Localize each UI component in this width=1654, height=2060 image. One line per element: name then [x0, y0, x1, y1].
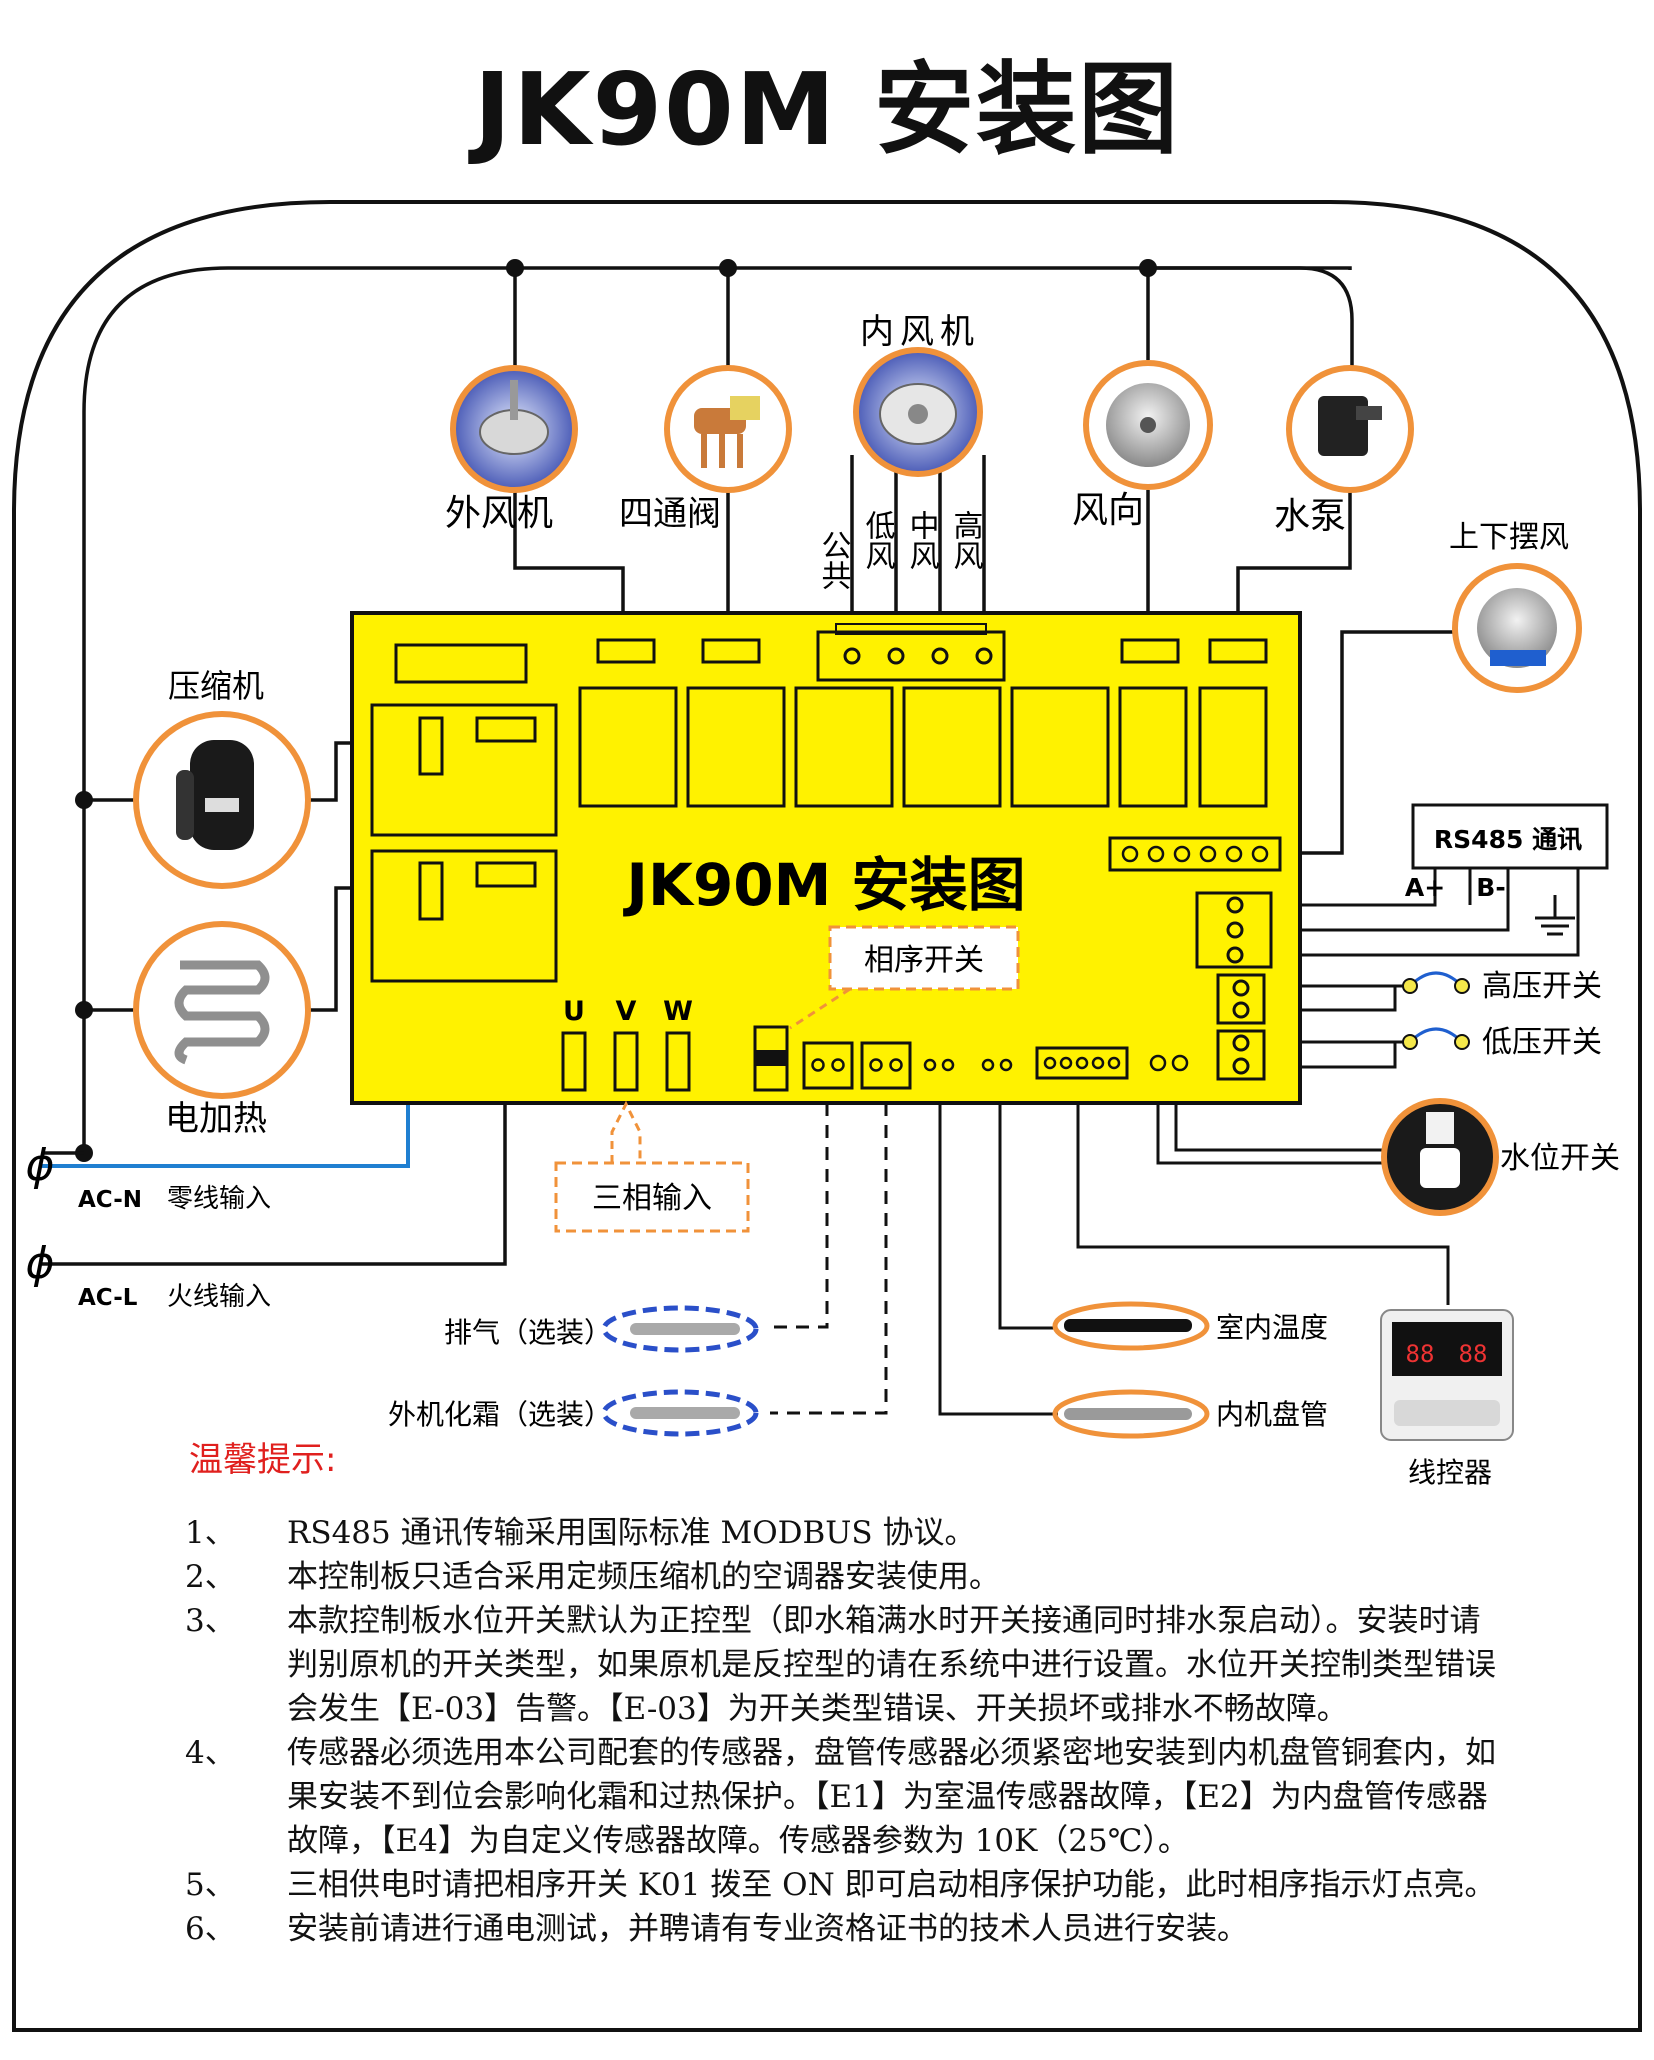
note-item: 3、 本款控制板水位开关默认为正控型（即水箱满水时开关接通同时排水泵启动）。安装… [185, 1599, 1505, 1731]
defrost-sensor-icon [601, 1389, 759, 1437]
ac-n-code: AC-N [78, 1187, 142, 1213]
ac-l-symbol: ϕ [25, 1238, 54, 1289]
phase-switch-callout [828, 925, 1020, 991]
note-item: 1、 RS485 通讯传输采用国际标准 MODBUS 协议。 [185, 1511, 1505, 1555]
compressor-icon [133, 711, 311, 889]
control-board [350, 611, 1302, 1105]
v-label: V [616, 996, 637, 1027]
outdoor-fan-label: 外风机 [445, 493, 553, 534]
fan-speed-labels: 公共 低风 中风 高风 [816, 510, 983, 590]
air-direction-label: 风向 [1072, 490, 1144, 531]
note-text: 本控制板只适合采用定频压缩机的空调器安装使用。 [287, 1559, 1000, 1595]
water-pump-icon [1286, 365, 1414, 493]
notes-section: 温馨提示: 1、 RS485 通讯传输采用国际标准 MODBUS 协议。 2、 … [185, 1432, 1505, 1951]
four-way-valve-icon [664, 365, 792, 493]
note-number: 6、 [185, 1911, 236, 1947]
note-text: 三相供电时请把相序开关 K01 拨至 ON 即可启动相序保护功能，此时相序指示灯… [287, 1867, 1496, 1903]
room-temp-sensor-icon [1052, 1301, 1210, 1351]
water-level-switch-icon [1381, 1098, 1499, 1216]
phase-switch-label: 相序开关 [864, 943, 984, 978]
controller-label: 线控器 [1408, 1456, 1492, 1489]
ac-l-text: 火线输入 [167, 1282, 271, 1312]
swing-motor-icon [1452, 563, 1582, 693]
wired-controller-icon: 88 88 [1380, 1309, 1514, 1441]
note-item: 4、 传感器必须选用本公司配套的传感器，盘管传感器必须紧密地安装到内机盘管铜套内… [185, 1731, 1505, 1863]
swing-label: 上下摆风 [1449, 520, 1569, 555]
ctrl-display-right: 88 [1459, 1340, 1488, 1368]
note-item: 5、 三相供电时请把相序开关 K01 拨至 ON 即可启动相序保护功能，此时相序… [185, 1863, 1505, 1907]
note-item: 6、 安装前请进行通电测试，并聘请有专业资格证书的技术人员进行安装。 [185, 1907, 1505, 1951]
water-level-label: 水位开关 [1500, 1141, 1620, 1176]
note-number: 2、 [185, 1559, 236, 1595]
fan-speed-common: 公共 [816, 530, 851, 590]
fan-speed-low: 低风 [860, 510, 896, 570]
note-number: 5、 [185, 1867, 236, 1903]
exhaust-label: 排气（选装） [444, 1316, 612, 1349]
three-phase-label: 三相输入 [592, 1181, 712, 1216]
note-number: 4、 [185, 1735, 236, 1771]
rs485-b-label: B- [1476, 873, 1505, 902]
note-number: 1、 [185, 1515, 236, 1551]
electric-heater-icon [133, 921, 311, 1099]
indoor-fan-label: 内风机 [860, 312, 980, 352]
board-title: JK90M 安装图 [622, 851, 1025, 919]
high-pressure-label: 高压开关 [1482, 969, 1602, 1004]
water-pump-label: 水泵 [1274, 496, 1346, 537]
electric-heater-label: 电加热 [165, 1099, 267, 1139]
ac-l-code: AC-L [78, 1285, 138, 1311]
defrost-label: 外机化霜（选装） [388, 1398, 612, 1431]
three-phase-callout [554, 1161, 750, 1233]
ac-n-text: 零线输入 [167, 1184, 271, 1214]
coil-label: 内机盘管 [1216, 1398, 1328, 1431]
low-pressure-label: 低压开关 [1482, 1025, 1602, 1060]
note-item: 2、 本控制板只适合采用定频压缩机的空调器安装使用。 [185, 1555, 1505, 1599]
indoor-fan-motor-icon [853, 347, 983, 477]
page-title: JK90M 安装图 [473, 51, 1181, 168]
four-way-valve-label: 四通阀 [619, 494, 721, 534]
w-label: W [663, 996, 693, 1027]
outdoor-fan-motor-icon [450, 365, 578, 493]
ctrl-display-left: 88 [1406, 1340, 1435, 1368]
note-text: RS485 通讯传输采用国际标准 MODBUS 协议。 [287, 1515, 976, 1551]
air-direction-motor-icon [1083, 360, 1213, 490]
fan-speed-mid: 中风 [904, 510, 939, 570]
compressor-label: 压缩机 [168, 667, 264, 705]
note-number: 3、 [185, 1603, 236, 1639]
notes-title: 温馨提示: [189, 1440, 337, 1480]
coil-sensor-icon [1052, 1389, 1210, 1439]
room-temp-label: 室内温度 [1216, 1311, 1328, 1344]
exhaust-sensor-icon [601, 1305, 759, 1353]
ac-n-symbol: ϕ [25, 1140, 54, 1191]
rs485-a-label: A+ [1405, 873, 1445, 902]
u-label: U [563, 996, 585, 1027]
rs485-label: RS485 通讯 [1434, 825, 1582, 854]
note-text: 本款控制板水位开关默认为正控型（即水箱满水时开关接通同时排水泵启动）。安装时请判… [287, 1603, 1496, 1727]
fan-speed-high: 高风 [948, 510, 983, 570]
note-text: 安装前请进行通电测试，并聘请有专业资格证书的技术人员进行安装。 [287, 1911, 1248, 1947]
outer-frame [12, 200, 1642, 2032]
note-text: 传感器必须选用本公司配套的传感器，盘管传感器必须紧密地安装到内机盘管铜套内，如果… [287, 1735, 1496, 1859]
